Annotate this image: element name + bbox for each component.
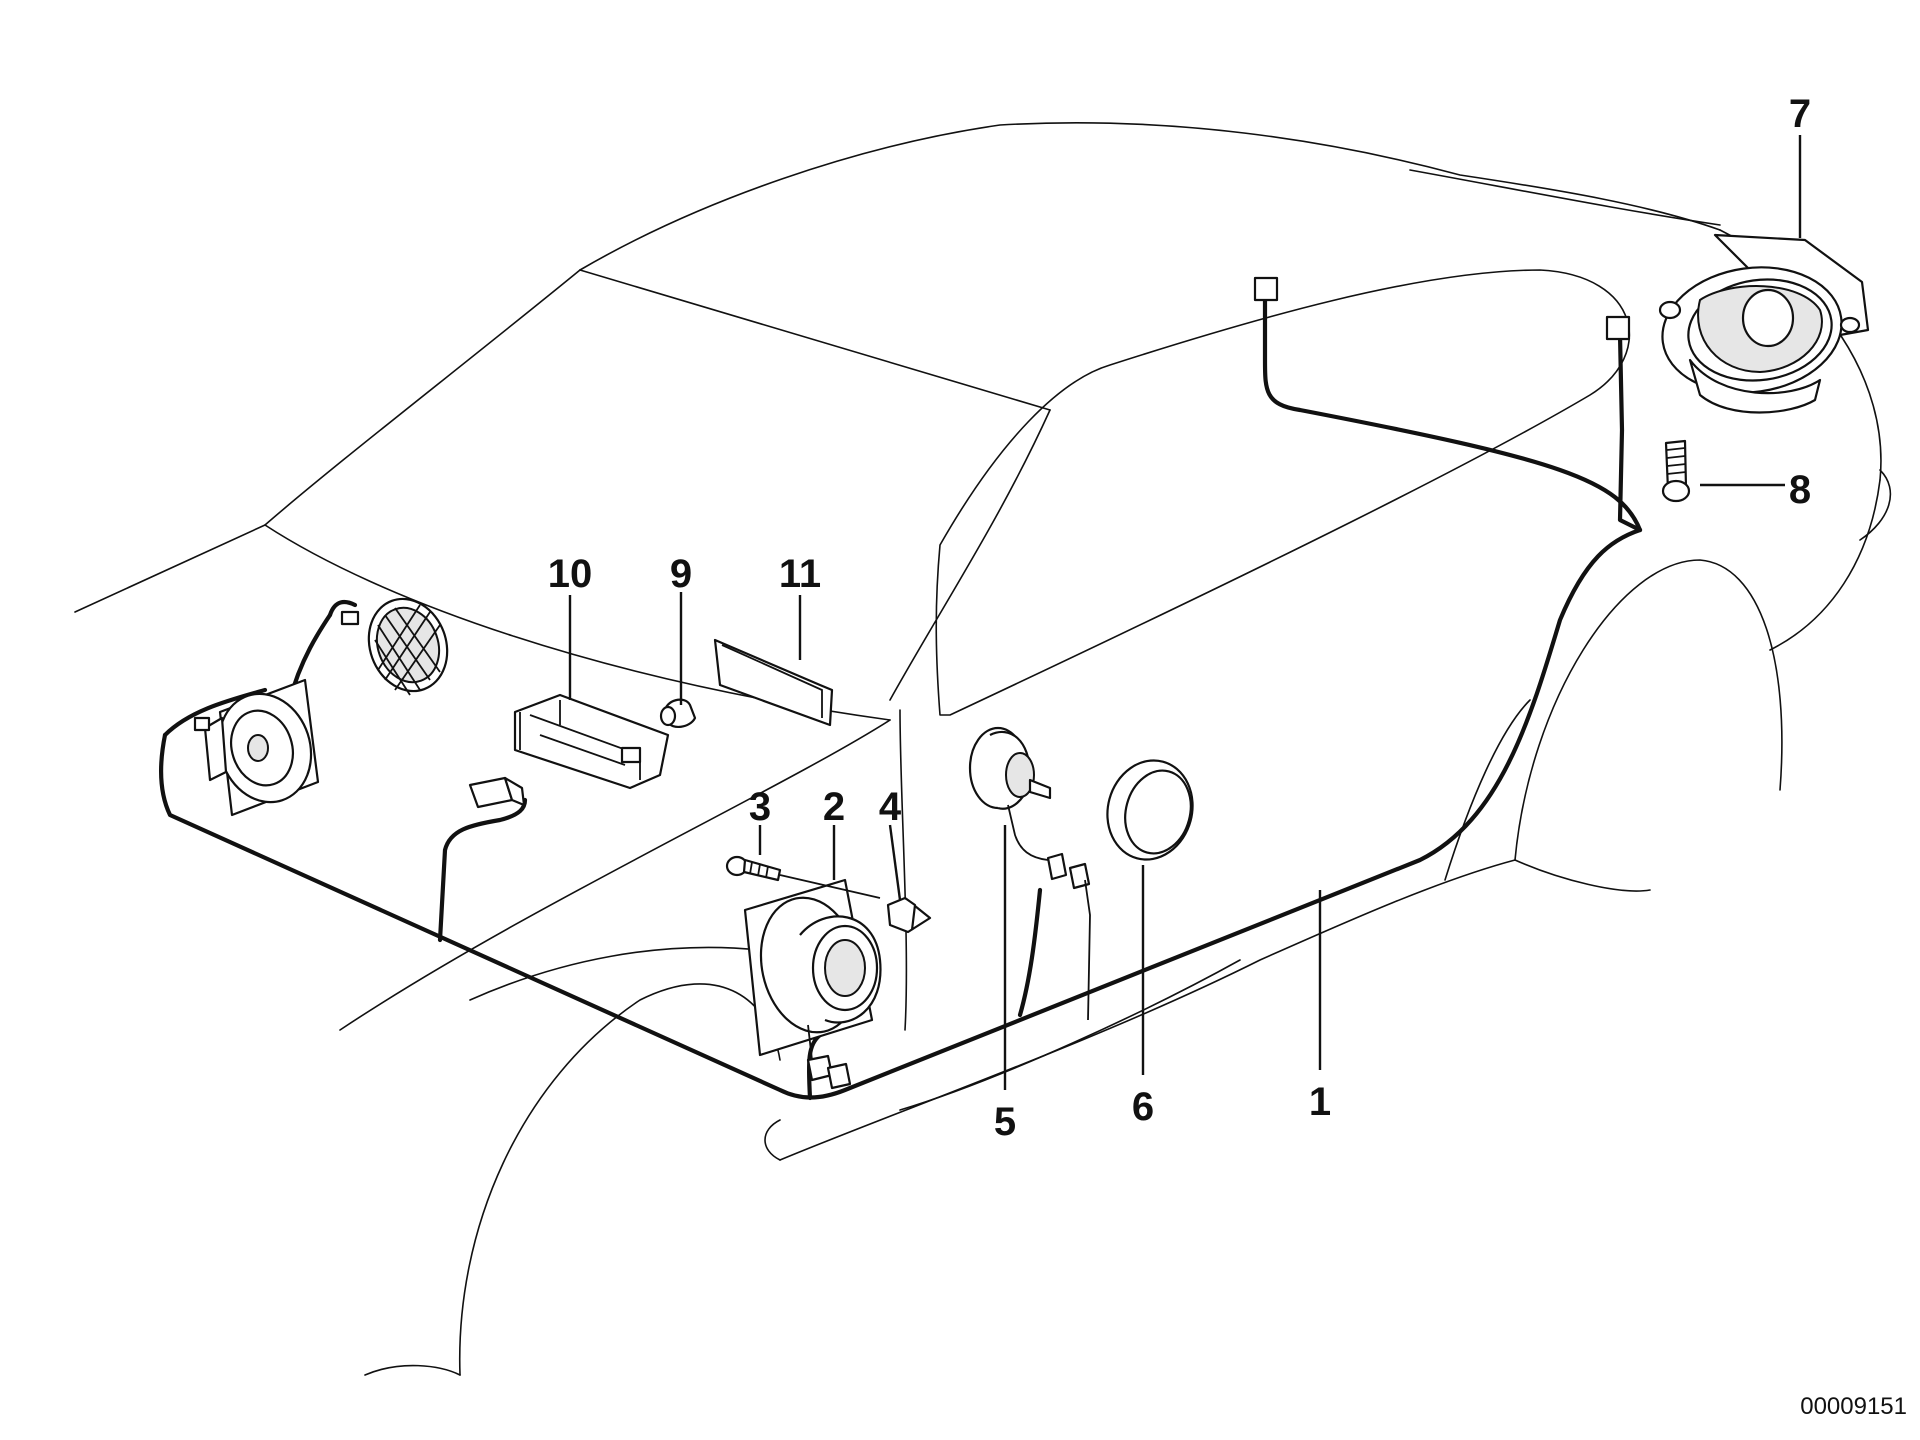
- plug-part: [659, 698, 697, 728]
- leader-lines: [568, 135, 1802, 1090]
- callout-3: 3: [749, 785, 771, 829]
- door-speaker: [743, 878, 882, 1090]
- tweeter-housing: [968, 726, 1091, 1021]
- callout-7: 7: [1789, 92, 1811, 136]
- callout-4: 4: [879, 785, 902, 829]
- callout-8: 8: [1789, 468, 1811, 512]
- callout-1: 1: [1309, 1080, 1331, 1124]
- callout-9: 9: [670, 552, 692, 596]
- car-body-outline: [74, 121, 1892, 1376]
- connector-module: [468, 776, 526, 809]
- clip-part: [886, 896, 932, 934]
- callout-2: 2: [823, 785, 845, 829]
- callout-11: 11: [779, 552, 821, 596]
- cover-plate: [713, 638, 834, 727]
- catalog-number: 00009151: [1800, 1393, 1907, 1420]
- screw-part: [725, 855, 881, 899]
- rear-speaker: [1658, 233, 1870, 414]
- wiring-harness: [159, 276, 1643, 1101]
- callout-10: 10: [548, 552, 593, 596]
- radio-bracket: [513, 693, 670, 790]
- bolt-part: [1661, 439, 1691, 503]
- callout-labels: 1 2 3 4 5 6 7 8 9 10 11: [548, 92, 1811, 1144]
- callout-5: 5: [994, 1100, 1016, 1144]
- trim-ring: [1106, 759, 1194, 861]
- callout-6: 6: [1132, 1085, 1154, 1129]
- front-left-speaker-assembly: [193, 597, 449, 817]
